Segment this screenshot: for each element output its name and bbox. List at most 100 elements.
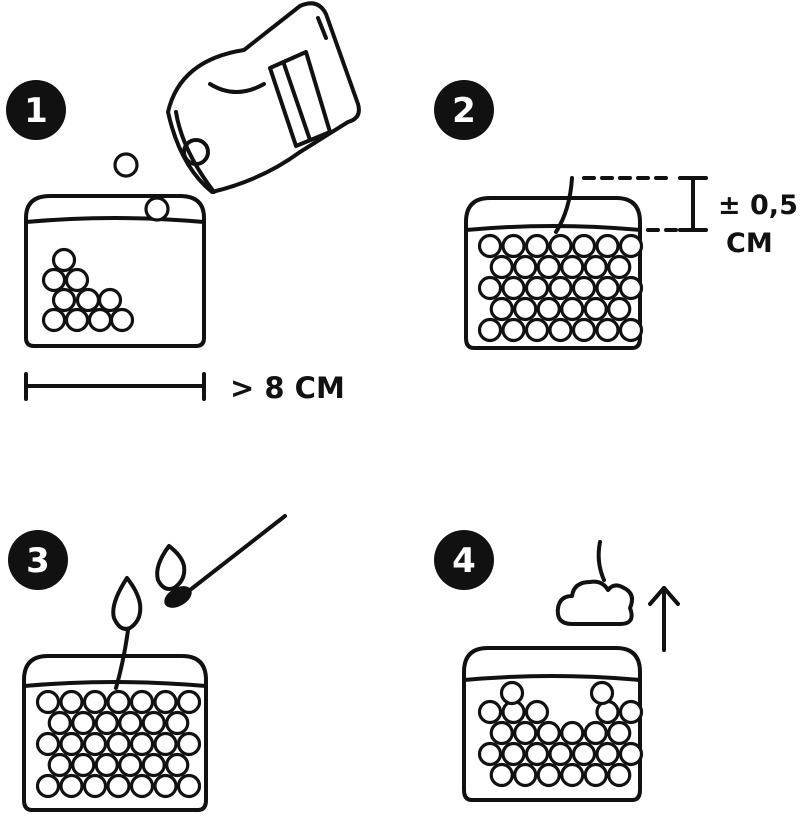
step-2-number: 2 — [452, 91, 476, 131]
wax-bead — [524, 317, 550, 343]
wax-bead — [583, 254, 608, 280]
wax-bead — [477, 699, 503, 725]
wax-bead — [51, 287, 77, 313]
step-1-panel: 1 > 8 CM — [6, 1, 361, 405]
wax-bead — [41, 267, 67, 293]
wax-bead — [153, 731, 178, 757]
wax-bead — [589, 680, 615, 706]
width-measure-icon — [24, 372, 206, 401]
wax-bead — [536, 720, 561, 746]
wax-bag-icon — [166, 1, 361, 194]
wax-bead — [571, 275, 597, 301]
wax-bead — [477, 317, 503, 343]
wax-bead-pile — [41, 247, 135, 333]
wax-bead — [71, 710, 96, 736]
wax-bead — [560, 720, 585, 746]
wax-bead — [501, 233, 526, 259]
step-1-badge: 1 — [6, 80, 66, 140]
wax-bead — [176, 731, 202, 757]
wax-bead — [618, 317, 644, 343]
wax-bead — [141, 710, 166, 736]
wax-bead — [513, 762, 538, 788]
step-2-badge: 2 — [434, 80, 494, 140]
step-4-panel: 4 — [434, 530, 680, 802]
wax-bead — [583, 762, 608, 788]
wax-bead — [524, 699, 550, 725]
wax-bead — [595, 233, 620, 259]
wax-bead — [548, 275, 573, 301]
step-4-number: 4 — [452, 541, 476, 581]
wax-bead — [165, 710, 190, 736]
wax-bead — [176, 689, 202, 715]
step-1-measure-label: > 8 CM — [230, 371, 345, 405]
wax-bead — [499, 680, 525, 706]
wax-bead — [607, 296, 632, 322]
wax-bead — [501, 741, 526, 767]
wax-bead — [560, 254, 585, 280]
wax-bead — [618, 699, 644, 725]
wax-bead — [607, 720, 632, 746]
wax-bead-icon — [144, 196, 170, 222]
wax-bead — [129, 773, 155, 799]
wax-bead — [47, 710, 72, 736]
wax-bead — [595, 741, 620, 767]
wax-bead — [71, 752, 96, 778]
glass-jar-icon — [462, 646, 642, 802]
wax-bead — [35, 731, 61, 757]
wax-bead-icon — [113, 152, 139, 178]
wax-bead — [524, 233, 550, 259]
wax-bead — [64, 307, 90, 333]
wax-bead — [47, 752, 72, 778]
height-measure-icon — [582, 176, 708, 232]
step-2-panel: 2 ± 0,5 CM — [434, 80, 798, 350]
step-1-number: 1 — [24, 91, 48, 131]
wick-icon — [554, 176, 574, 234]
wax-bead — [583, 720, 608, 746]
wax-bead — [548, 741, 573, 767]
wax-bead — [59, 689, 84, 715]
wax-bead — [477, 741, 503, 767]
glass-jar-icon — [24, 194, 206, 348]
up-arrow-icon — [648, 586, 680, 652]
wax-bead — [595, 275, 620, 301]
step-3-badge: 3 — [8, 530, 68, 590]
wax-bead — [548, 233, 573, 259]
wax-bead — [618, 741, 644, 767]
wax-bead — [513, 254, 538, 280]
wax-bead — [106, 731, 131, 757]
wax-bead — [513, 720, 538, 746]
wax-bead — [176, 773, 202, 799]
wax-bead — [583, 296, 608, 322]
glass-jar-icon — [22, 654, 208, 812]
wax-bead — [607, 762, 632, 788]
wax-bead — [129, 689, 155, 715]
wax-bead — [51, 247, 77, 273]
wax-bead — [59, 731, 84, 757]
wax-bead-fill — [477, 680, 644, 788]
wax-bead — [477, 233, 503, 259]
wax-bead — [106, 773, 131, 799]
smoke-cloud-icon — [555, 540, 634, 626]
wax-bead — [87, 307, 113, 333]
wax-bead — [106, 689, 131, 715]
wax-bead — [41, 307, 67, 333]
wax-bead — [489, 296, 514, 322]
wax-bead — [82, 731, 108, 757]
wax-bead — [82, 689, 108, 715]
wax-bead — [607, 254, 632, 280]
match-icon — [155, 514, 287, 608]
wax-bead — [118, 710, 143, 736]
step-3-panel: 3 — [8, 514, 287, 812]
wax-bead — [153, 689, 178, 715]
wax-bead — [560, 762, 585, 788]
wax-bead — [560, 296, 585, 322]
wax-bead — [548, 317, 573, 343]
step-2-measure-label-line-1: ± 0,5 — [718, 190, 798, 221]
wax-bead — [501, 275, 526, 301]
wax-bead — [489, 254, 514, 280]
wax-bead — [129, 731, 155, 757]
step-2-measure-label-line-2: CM — [726, 228, 773, 259]
wax-bead — [489, 762, 514, 788]
wax-bead — [536, 254, 561, 280]
